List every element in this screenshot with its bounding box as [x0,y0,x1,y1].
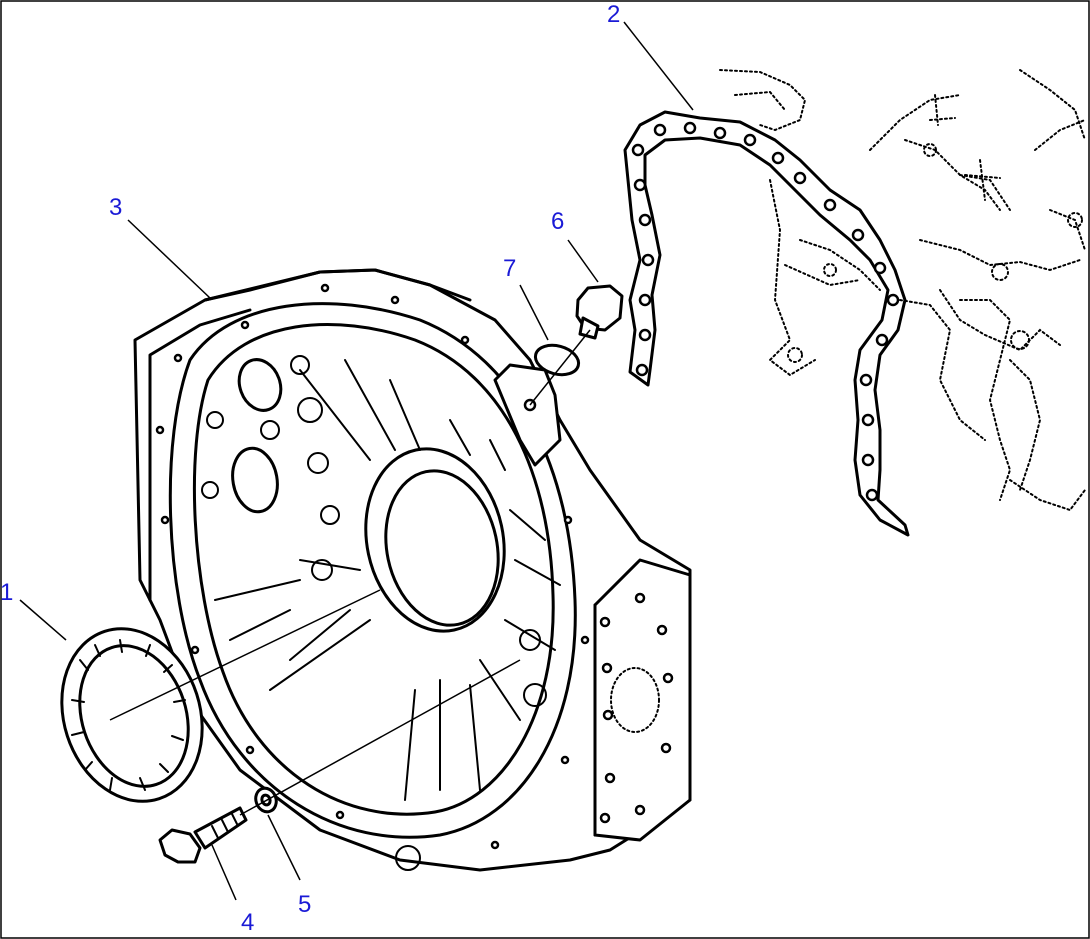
gasket [623,110,910,537]
callout-3: 3 [109,194,122,221]
callout-5: 5 [298,891,311,918]
flywheel-housing [133,268,692,872]
assembly-lines [19,21,694,901]
o-ring [533,343,581,377]
plug [575,284,624,340]
callout-2: 2 [607,1,620,28]
oil-seal [60,627,204,803]
callout-4: 4 [241,909,254,936]
callout-6: 6 [551,208,564,235]
engine-block-ghost [719,69,1086,512]
bolt [158,806,248,864]
flange-bolt-holes [155,283,590,850]
callout-labels: 1 2 3 4 5 6 7 [0,1,620,936]
callout-7: 7 [503,255,516,282]
callout-1: 1 [0,579,13,606]
